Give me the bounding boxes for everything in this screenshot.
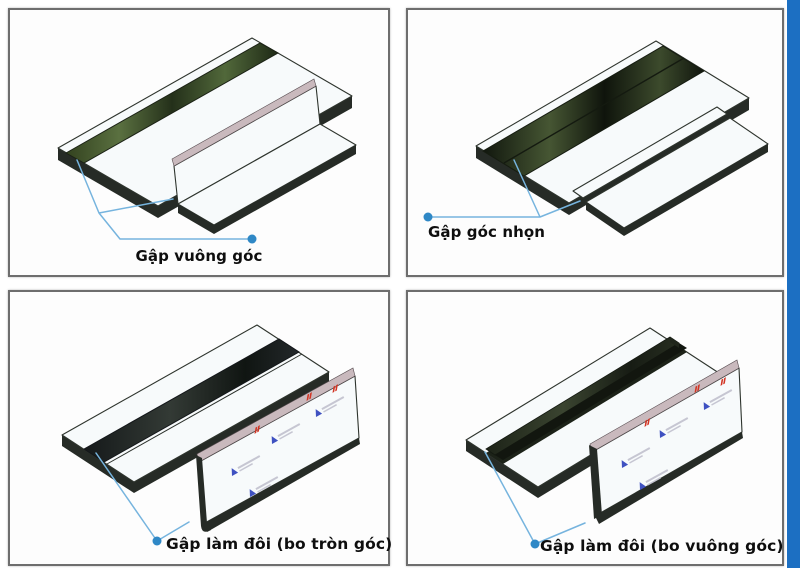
ridge-end-cap bbox=[670, 337, 679, 348]
bottom-edge bbox=[203, 438, 360, 532]
rounded-fold-edge bbox=[196, 455, 211, 532]
front-edge bbox=[624, 144, 768, 236]
square-fold-edge bbox=[589, 445, 602, 519]
acute-folded-piece bbox=[572, 106, 769, 236]
callout-line bbox=[484, 451, 586, 545]
v-groove-stripe bbox=[64, 42, 280, 164]
bottom-edge bbox=[595, 432, 743, 524]
callout-line bbox=[427, 159, 581, 218]
panel-caption: Gập làm đôi (bo tròn góc) bbox=[166, 535, 393, 553]
flange-front-edge bbox=[214, 145, 356, 234]
grooved-flat-panel bbox=[475, 40, 750, 215]
panel-fold-half-rounded: Gập làm đôi (bo tròn góc) bbox=[8, 290, 393, 566]
flange-top-edge bbox=[171, 78, 317, 167]
panel-fold-right-angle: Gập vuông góc bbox=[8, 8, 390, 277]
fold-acute-angle-illustration bbox=[423, 40, 769, 236]
panel-caption: Gập làm đôi (bo vuông góc) bbox=[540, 537, 784, 555]
panel-caption: Gập vuông góc bbox=[135, 247, 263, 265]
folded-back-strip bbox=[572, 106, 728, 199]
callout-dot-icon bbox=[530, 539, 540, 549]
callout-dot-icon bbox=[247, 234, 257, 244]
ridged-flat-panel bbox=[465, 327, 723, 498]
fold-half-square-illustration bbox=[465, 327, 743, 549]
panel-top-face bbox=[57, 37, 353, 207]
fold-right-angle-illustration bbox=[57, 37, 357, 244]
wide-black-groove bbox=[83, 338, 300, 463]
panel-caption: Gập góc nhọn bbox=[428, 223, 546, 241]
half-folded-upright-panel bbox=[196, 367, 360, 532]
groove-crease-line bbox=[503, 57, 685, 164]
fold-half-rounded-illustration bbox=[61, 324, 360, 546]
groove-shadow-line bbox=[106, 353, 303, 465]
half-folded-upright-panel bbox=[589, 359, 743, 524]
flange-left-edge bbox=[178, 204, 214, 234]
callout-line bbox=[95, 452, 190, 542]
callout-line bbox=[76, 159, 253, 240]
panel-fold-acute-angle: Gập góc nhọn bbox=[406, 8, 784, 277]
grooved-flat-panel bbox=[57, 37, 353, 218]
raised-ridge-front bbox=[495, 343, 687, 460]
panel-fold-half-square: Gập làm đôi (bo vuông góc) bbox=[406, 290, 784, 566]
grooved-flat-panel bbox=[61, 324, 330, 493]
callout-dot-icon bbox=[152, 536, 162, 546]
right-accent-strip bbox=[787, 0, 800, 568]
callout-dot-icon bbox=[423, 212, 433, 222]
right-angle-folded-piece bbox=[171, 78, 357, 234]
left-edge bbox=[586, 202, 624, 236]
